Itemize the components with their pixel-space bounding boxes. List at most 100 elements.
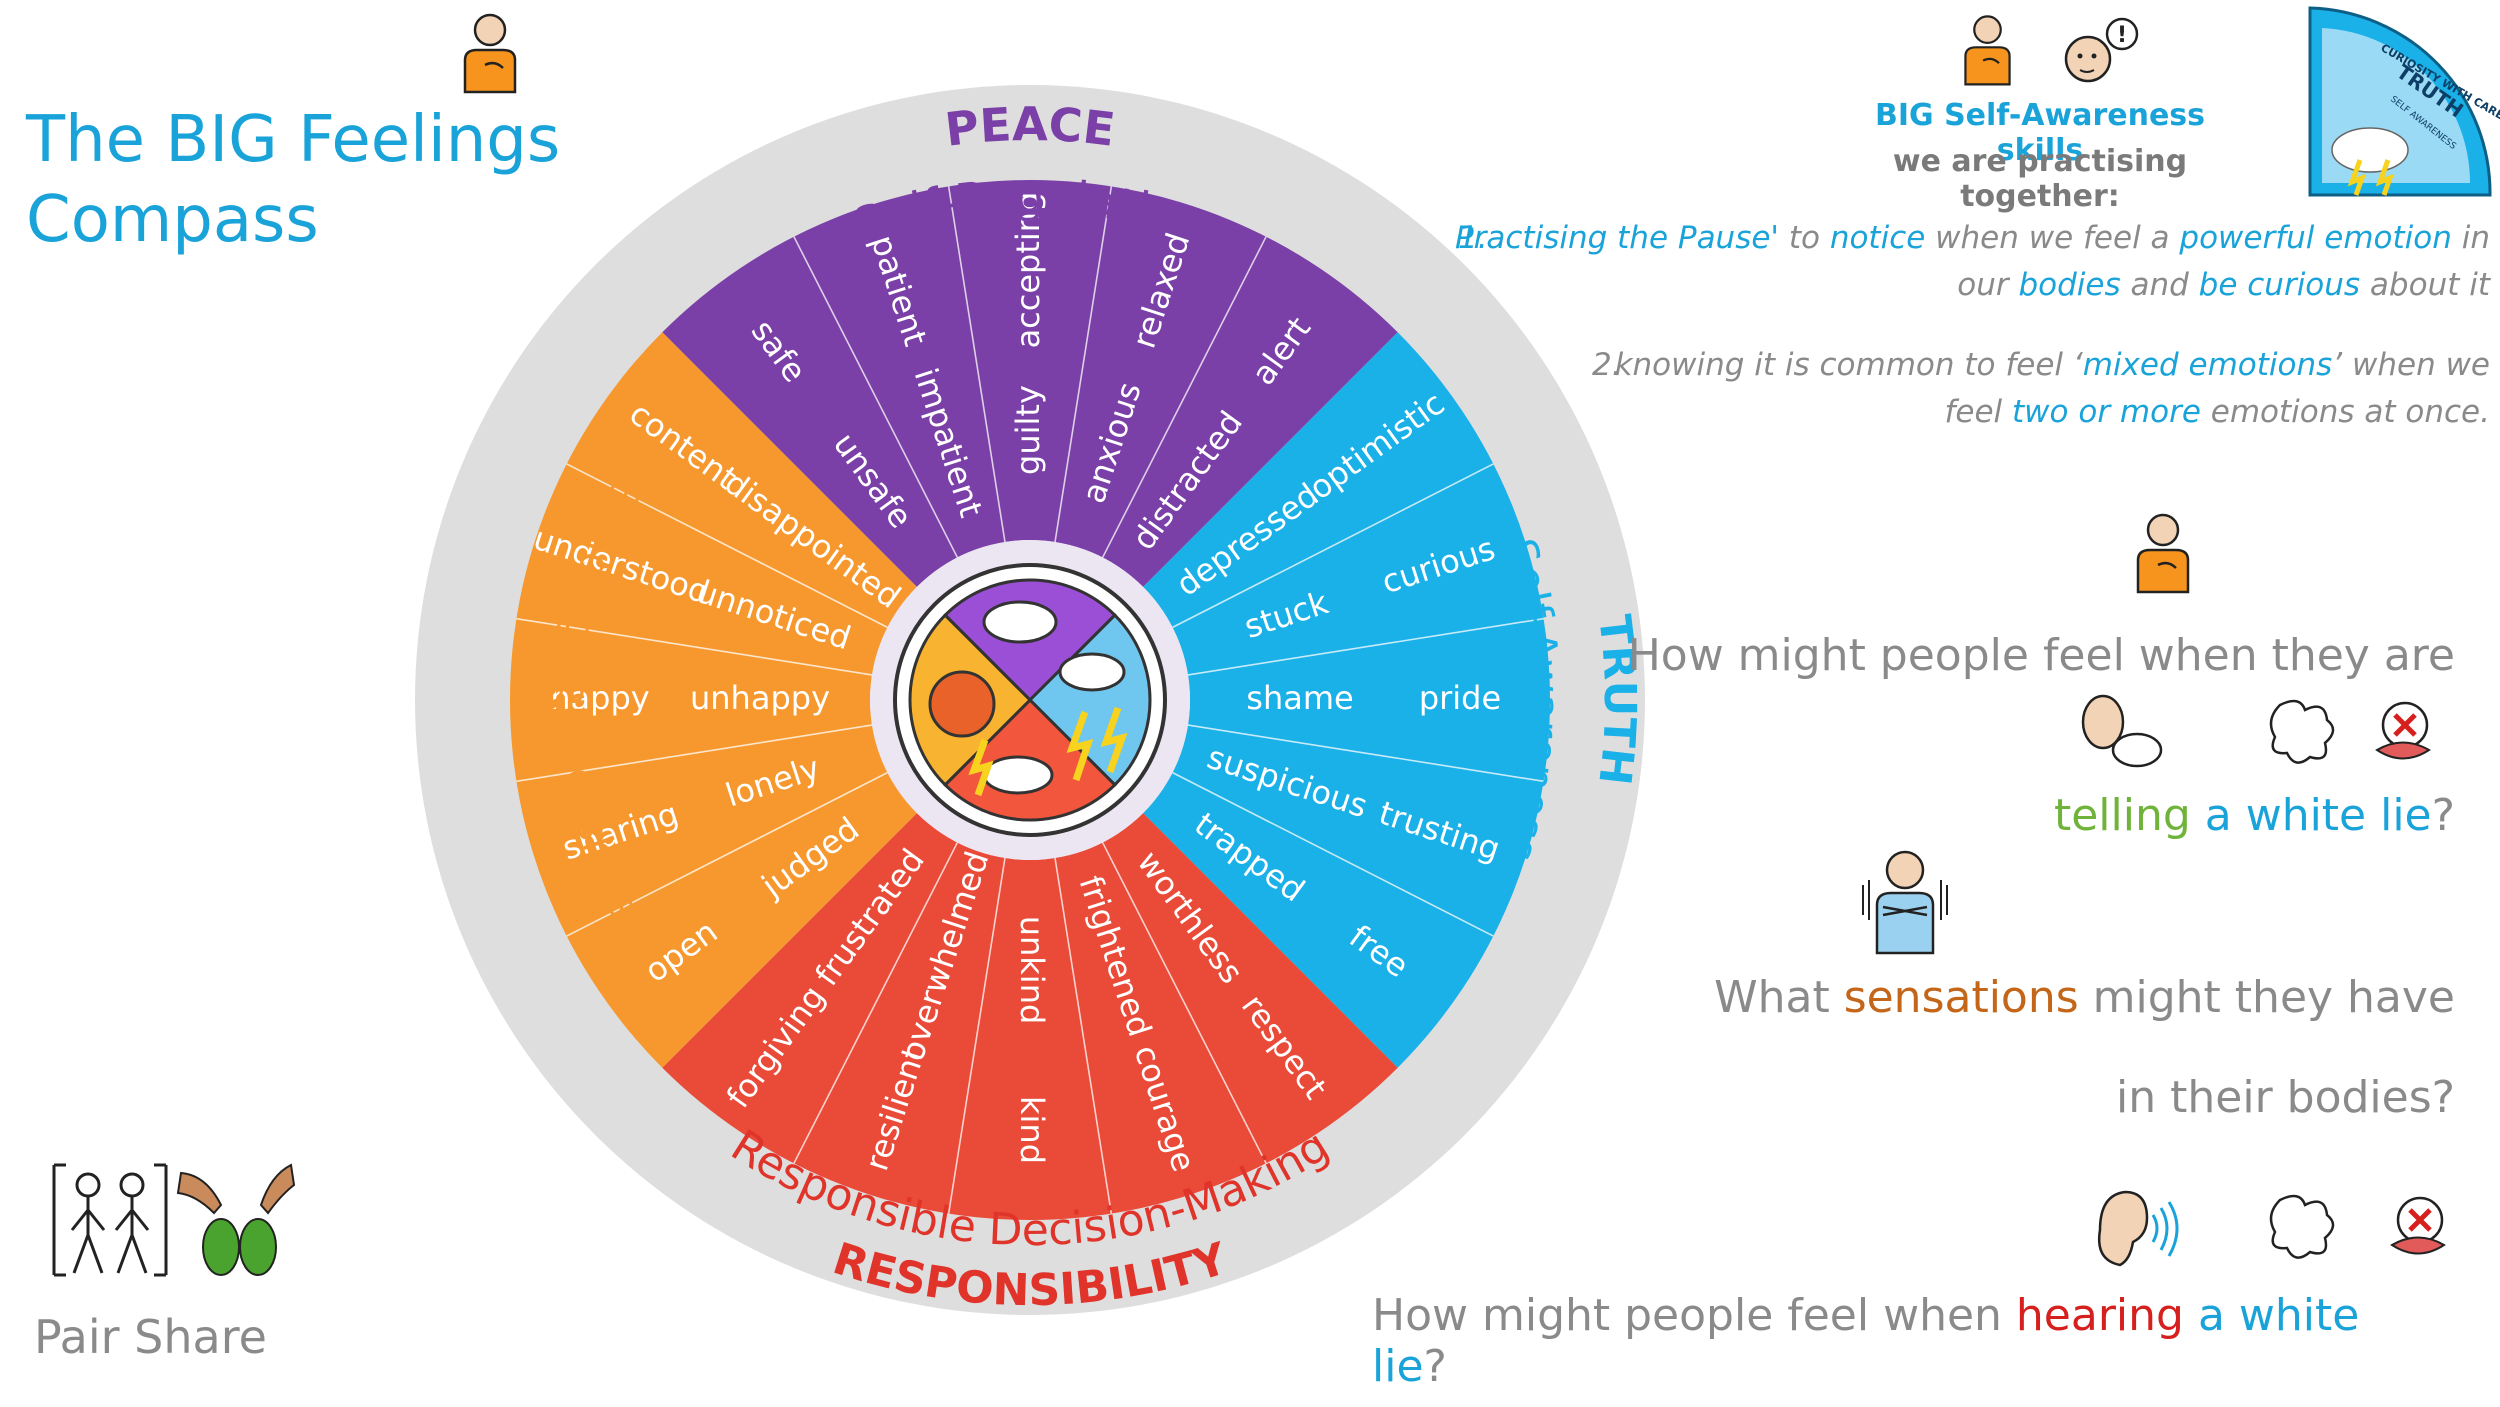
sector-divider <box>1054 186 1113 543</box>
text-segment: powerful emotion <box>2179 220 2452 256</box>
text-segment: emotions at once. <box>2200 394 2490 430</box>
text-segment: hearing <box>2015 1290 2184 1341</box>
love-title-path: LOVE <box>514 636 569 765</box>
sector-divider <box>516 617 873 676</box>
truth-sector <box>1143 332 1551 1068</box>
truth-inner-word: shame <box>1246 679 1353 717</box>
skills-subheading: we are practising together: <box>1892 144 2188 214</box>
text-segment: What <box>1714 972 1844 1023</box>
love-sector <box>510 332 917 1068</box>
text-segment: might they have <box>2078 972 2455 1023</box>
text-segment: ’ when we <box>2332 347 2490 383</box>
question-3: How might people feel when hearing a whi… <box>1300 1290 2422 1392</box>
title-line-1: The BIG Feelings <box>26 103 561 177</box>
sector-divider <box>1187 724 1544 783</box>
text-segment: telling <box>2053 790 2191 841</box>
skill-item-1-number: 1. <box>1458 220 1488 256</box>
text-segment: about it <box>2360 267 2490 303</box>
sector-divider <box>566 463 888 629</box>
text-segment: notice <box>1829 220 1926 256</box>
peace-sector <box>662 180 1398 587</box>
responsibility-sector <box>662 813 1398 1221</box>
text-segment: bodies <box>2018 267 2121 303</box>
no-lie-mouth-icon <box>2390 1196 2446 1255</box>
text-segment: in <box>2451 220 2490 256</box>
sector-divider <box>947 186 1006 543</box>
lightning-icon <box>1066 710 1094 782</box>
text-segment: knowing it is common to feel ‘ <box>1614 347 2083 383</box>
body-sensation-person-icon <box>1862 850 1948 955</box>
truth-outer-word: pride <box>1419 679 1501 717</box>
peace-title-path: PEACE <box>942 97 1118 157</box>
speaking-face-icon <box>2081 694 2163 768</box>
question-2-line-2: in their bodies? <box>2116 1072 2455 1123</box>
ear-hearing-icon <box>2097 1190 2179 1267</box>
text-segment: Practising the Pause' <box>1454 220 1779 256</box>
text-segment: and <box>2120 267 2199 303</box>
responsibility-inner-word: unkind <box>1013 916 1051 1025</box>
sector-divider <box>1172 771 1494 937</box>
lightning-icon <box>1100 706 1128 774</box>
sector-divider <box>793 842 959 1164</box>
text-segment: mixed emotions <box>2082 347 2333 383</box>
title-line-2: Compass <box>26 183 319 257</box>
skill-item-1-line-1: Practising the Pause' to notice when we … <box>1450 215 2490 262</box>
text-segment: ? <box>2431 790 2455 841</box>
text-segment: sensations <box>1843 972 2079 1023</box>
feelings-compass-wheel: safeunsafepatientimpatientacceptingguilt… <box>415 85 1645 1316</box>
question-1-line-1: How might people feel when they are <box>1627 630 2455 681</box>
no-lie-mouth-icon <box>2375 701 2431 760</box>
love-title: LOVE <box>514 636 569 765</box>
responsibility-outer-word: kind <box>1013 1096 1051 1164</box>
question-1-line-2: telling a white lie? <box>1500 790 2455 841</box>
peace-outer-word: accepting <box>1009 192 1047 349</box>
sector-divider <box>1101 236 1267 558</box>
sector-divider <box>516 724 873 783</box>
truth-title-path: TRUTH <box>1588 612 1645 787</box>
skill-item-2: 2. knowing it is common to feel ‘mixed e… <box>1450 342 2490 436</box>
sector-divider <box>1187 617 1544 676</box>
cloud-icon <box>1058 652 1126 692</box>
peace-inner-word: guilty <box>1009 385 1047 475</box>
page-title: The BIG Feelings Compass <box>26 100 560 260</box>
person-hand-on-heart-icon <box>2136 513 2190 594</box>
truth-quadrant-badge: CURIOSITY WITH CARE TRUTH SELF AWARENESS <box>2308 6 2500 197</box>
feeling-scribble-icon <box>2269 1194 2335 1259</box>
lightning-icon <box>968 738 994 797</box>
cloud-icon <box>982 755 1054 795</box>
person-hand-on-heart-icon <box>1964 15 2011 86</box>
svg-text:!: ! <box>2117 23 2127 48</box>
skill-item-2-number: 2. <box>1592 347 1622 383</box>
pair-share-label: Pair Share <box>34 1310 267 1364</box>
skill-item-2-line-1: knowing it is common to feel ‘mixed emot… <box>1450 342 2490 389</box>
feeling-scribble-icon <box>2269 699 2335 764</box>
skills-heading: BIG Self-Awareness skills <box>1874 98 2206 168</box>
skill-item-1: 1. Practising the Pause' to notice when … <box>1450 215 2490 309</box>
sector-divider <box>1054 857 1113 1214</box>
truth-title: TRUTH <box>1588 612 1645 787</box>
text-segment: ? <box>1423 1341 1447 1392</box>
love-outer-word: happy <box>550 679 649 717</box>
text-segment: a white lie <box>1372 1290 2360 1392</box>
skill-item-2-line-2: feel two or more emotions at once. <box>1450 389 2491 436</box>
cloud-icon <box>982 600 1058 644</box>
love-inner-word: unhappy <box>690 679 830 717</box>
sector-divider <box>793 236 959 558</box>
text-segment: feel <box>1944 394 2013 430</box>
sun-icon <box>928 670 996 738</box>
thinking-face-icon: ! <box>2064 17 2139 83</box>
text-segment: to <box>1778 220 1830 256</box>
text-segment: a white lie <box>2190 790 2432 841</box>
text-segment: when we feel a <box>1925 220 2180 256</box>
text-segment: How might people feel when <box>1372 1290 2016 1341</box>
sector-divider <box>1101 842 1267 1164</box>
skill-item-1-line-2: our bodies and be curious about it <box>1450 262 2490 309</box>
text-segment: two or more <box>2012 394 2201 430</box>
sector-divider <box>566 771 888 937</box>
sector-divider <box>947 857 1006 1214</box>
peace-title: PEACE <box>942 97 1118 157</box>
text-segment: be curious <box>2198 267 2361 303</box>
pair-share-icon <box>52 1163 296 1277</box>
person-hand-on-heart-icon <box>463 13 517 94</box>
question-2-line-1: What sensations might they have <box>1500 972 2455 1023</box>
